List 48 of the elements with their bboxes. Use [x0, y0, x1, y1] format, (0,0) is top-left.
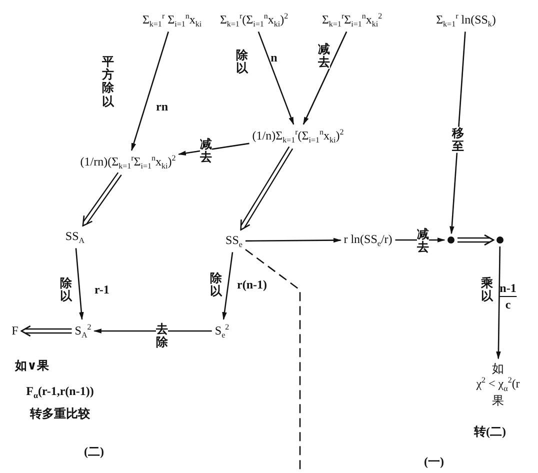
- edge-label: 除以: [236, 48, 248, 76]
- arrow: [302, 31, 348, 126]
- double-arrow: [240, 146, 294, 230]
- double-arrow: [20, 325, 72, 337]
- annotation-text: c: [505, 298, 511, 312]
- formula-text: F: [12, 324, 18, 338]
- arrow: [222, 252, 234, 320]
- annotation-text: (一): [424, 454, 444, 470]
- annotation-text: 转(二): [474, 424, 506, 440]
- formula-text: SS$_{e}$: [226, 232, 242, 250]
- edge-label: 乘以: [481, 276, 493, 304]
- edge-label: 减去: [200, 138, 212, 164]
- formula-text: 果: [491, 394, 505, 408]
- edge-label: 去除: [156, 322, 168, 350]
- annotation-text: r-1: [94, 282, 110, 298]
- formula-text: Σ$_{k=1}$$^{r}$(Σ$_{i=1}$$^{n}$x$_{ki}$)$^{2}$: [220, 11, 288, 29]
- formula-text: Σ$_{k=1}$$^{r}$ ln(SS$_{k}$): [436, 11, 496, 29]
- arrow: [245, 238, 342, 243]
- formula-text: (1/rn)(Σ$_{k=1}$$^{r}$Σ$_{i=1}$$^{n}$x$_{ki}$)$^{2}$: [80, 153, 176, 171]
- edge-label: 减去: [417, 228, 429, 254]
- formula-text: Σ$_{k=1}$$^{r}$ Σ$_{i=1}$$^{n}$x$_{ki}$: [142, 11, 202, 29]
- edge-label: 移至: [452, 126, 464, 154]
- arrow: [496, 246, 501, 360]
- annotation-text: n-1: [500, 281, 516, 297]
- double-arrow: [82, 172, 122, 226]
- annotation-text: F$_{α}$(r-1,r(n-1)): [26, 384, 94, 400]
- annotation-text: (二): [84, 444, 104, 460]
- annotation-text: n: [270, 50, 278, 66]
- arrow: [93, 328, 212, 334]
- edge-label: 减去: [318, 42, 330, 70]
- arrow: [131, 32, 169, 152]
- annotation-text: r(n-1): [237, 278, 267, 292]
- formula-text: χ$^{2}$ < χ$_{α}$$^{2}$(r: [476, 376, 520, 394]
- double-arrow: [456, 234, 494, 246]
- annotation-text: rn: [156, 100, 168, 114]
- edge-label: 除以: [210, 272, 222, 298]
- formula-text: 如: [491, 362, 505, 376]
- arrow: [258, 31, 294, 126]
- annotation-text: 如∨果: [15, 358, 49, 374]
- formula-text: r ln(SS$_{e}$/r): [344, 232, 392, 248]
- junction-dot: [496, 236, 504, 244]
- formula-text: SS$_{A}$: [65, 228, 85, 246]
- annotation-text: 转多重比较: [30, 406, 90, 422]
- formula-text: (1/n)Σ$_{k=1}$$^{r}$(Σ$_{i=1}$$^{n}$x$_{ki}$)$^{2}$: [252, 127, 344, 145]
- edge-label: 平方除以: [102, 56, 114, 108]
- arrow: [75, 248, 84, 320]
- edge-label: 除以: [60, 276, 72, 304]
- junction-dot: [448, 236, 454, 244]
